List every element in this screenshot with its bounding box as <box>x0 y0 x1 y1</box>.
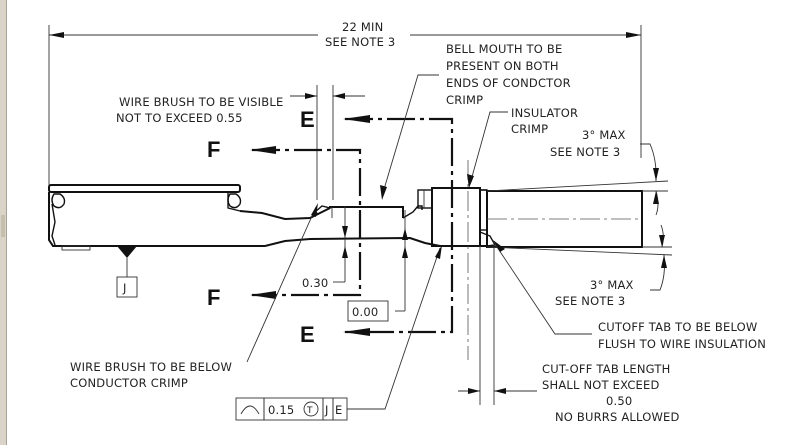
wire-insulation <box>467 160 673 360</box>
crimp-height-value: 0.30 <box>302 276 328 290</box>
overall-dimension-note: SEE NOTE 3 <box>325 35 395 49</box>
basic-dimension: 0.00 <box>347 210 408 322</box>
svg-text:3° MAX: 3° MAX <box>582 128 626 142</box>
svg-text:WIRE BRUSH TO BE BELOW: WIRE BRUSH TO BE BELOW <box>70 360 232 374</box>
svg-text:SHALL NOT EXCEED: SHALL NOT EXCEED <box>542 378 660 392</box>
wire-brush-visible-note: WIRE BRUSH TO BE VISIBLE NOT TO EXCEED 0… <box>116 85 365 200</box>
svg-text:NOT TO EXCEED 0.55: NOT TO EXCEED 0.55 <box>116 111 243 125</box>
resize-grip[interactable] <box>1 215 5 237</box>
section-f-cut-line: F F <box>207 137 362 310</box>
fcf-datum-j: J <box>324 403 329 417</box>
cutoff-tab-flush-note: CUTOFF TAB TO BE BELOW FLUSH TO WIRE INS… <box>493 240 766 351</box>
fcf-datum-e: E <box>335 403 342 417</box>
overall-dimension-value: 22 MIN <box>342 20 383 34</box>
conductor-crimp <box>238 187 497 247</box>
angle-dimension-top: 3° MAX SEE NOTE 3 <box>550 128 659 216</box>
section-label-f-top: F <box>207 137 220 162</box>
crimp-height-dimension: 0.30 <box>302 206 348 290</box>
terminal-contact-body: J <box>48 184 242 298</box>
svg-text:CONDUCTOR CRIMP: CONDUCTOR CRIMP <box>70 376 188 390</box>
svg-text:NO BURRS ALLOWED: NO BURRS ALLOWED <box>555 410 680 424</box>
wire-brush-below-note: WIRE BRUSH TO BE BELOW CONDUCTOR CRIMP <box>70 203 318 390</box>
svg-text:CRIMP: CRIMP <box>446 93 483 107</box>
fcf-modifier: T <box>306 406 313 416</box>
svg-text:3° MAX: 3° MAX <box>590 278 634 292</box>
svg-text:CUT-OFF TAB LENGTH: CUT-OFF TAB LENGTH <box>542 362 670 376</box>
overall-dimension: 22 MIN SEE NOTE 3 <box>48 20 642 190</box>
svg-text:ENDS OF CONDCTOR: ENDS OF CONDCTOR <box>446 76 571 90</box>
svg-text:SEE NOTE 3: SEE NOTE 3 <box>555 294 625 308</box>
svg-text:BELL MOUTH TO BE: BELL MOUTH TO BE <box>446 42 562 56</box>
section-label-e-bottom: E <box>300 322 315 347</box>
svg-text:FLUSH TO WIRE INSULATION: FLUSH TO WIRE INSULATION <box>598 337 766 351</box>
angle-dimension-bottom: 3° MAX SEE NOTE 3 <box>555 224 667 308</box>
svg-text:INSULATOR: INSULATOR <box>511 106 578 120</box>
section-label-f-bottom: F <box>207 285 220 310</box>
fcf-tolerance: 0.15 <box>268 403 294 417</box>
feature-control-frame: 0.15 T J E <box>235 245 442 421</box>
section-label-e-top: E <box>300 107 315 132</box>
svg-text:CRIMP: CRIMP <box>511 122 548 136</box>
svg-text:0.50: 0.50 <box>606 394 632 408</box>
svg-text:SEE NOTE 3: SEE NOTE 3 <box>550 145 620 159</box>
window-frame-edge <box>0 0 7 445</box>
basic-dimension-value: 0.00 <box>352 305 378 319</box>
svg-text:WIRE BRUSH TO BE VISIBLE: WIRE BRUSH TO BE VISIBLE <box>119 95 283 109</box>
datum-j-label: J <box>122 281 127 295</box>
section-e-cut-line: E E <box>300 107 454 347</box>
svg-text:CUTOFF TAB TO BE BELOW: CUTOFF TAB TO BE BELOW <box>598 320 757 334</box>
cutoff-tab-length-note: CUT-OFF TAB LENGTH SHALL NOT EXCEED 0.50… <box>458 246 680 424</box>
insulator-crimp-note: INSULATOR CRIMP <box>467 106 578 188</box>
svg-text:PRESENT ON BOTH: PRESENT ON BOTH <box>446 59 559 73</box>
bell-mouth-note: BELL MOUTH TO BE PRESENT ON BOTH ENDS OF… <box>380 42 571 200</box>
